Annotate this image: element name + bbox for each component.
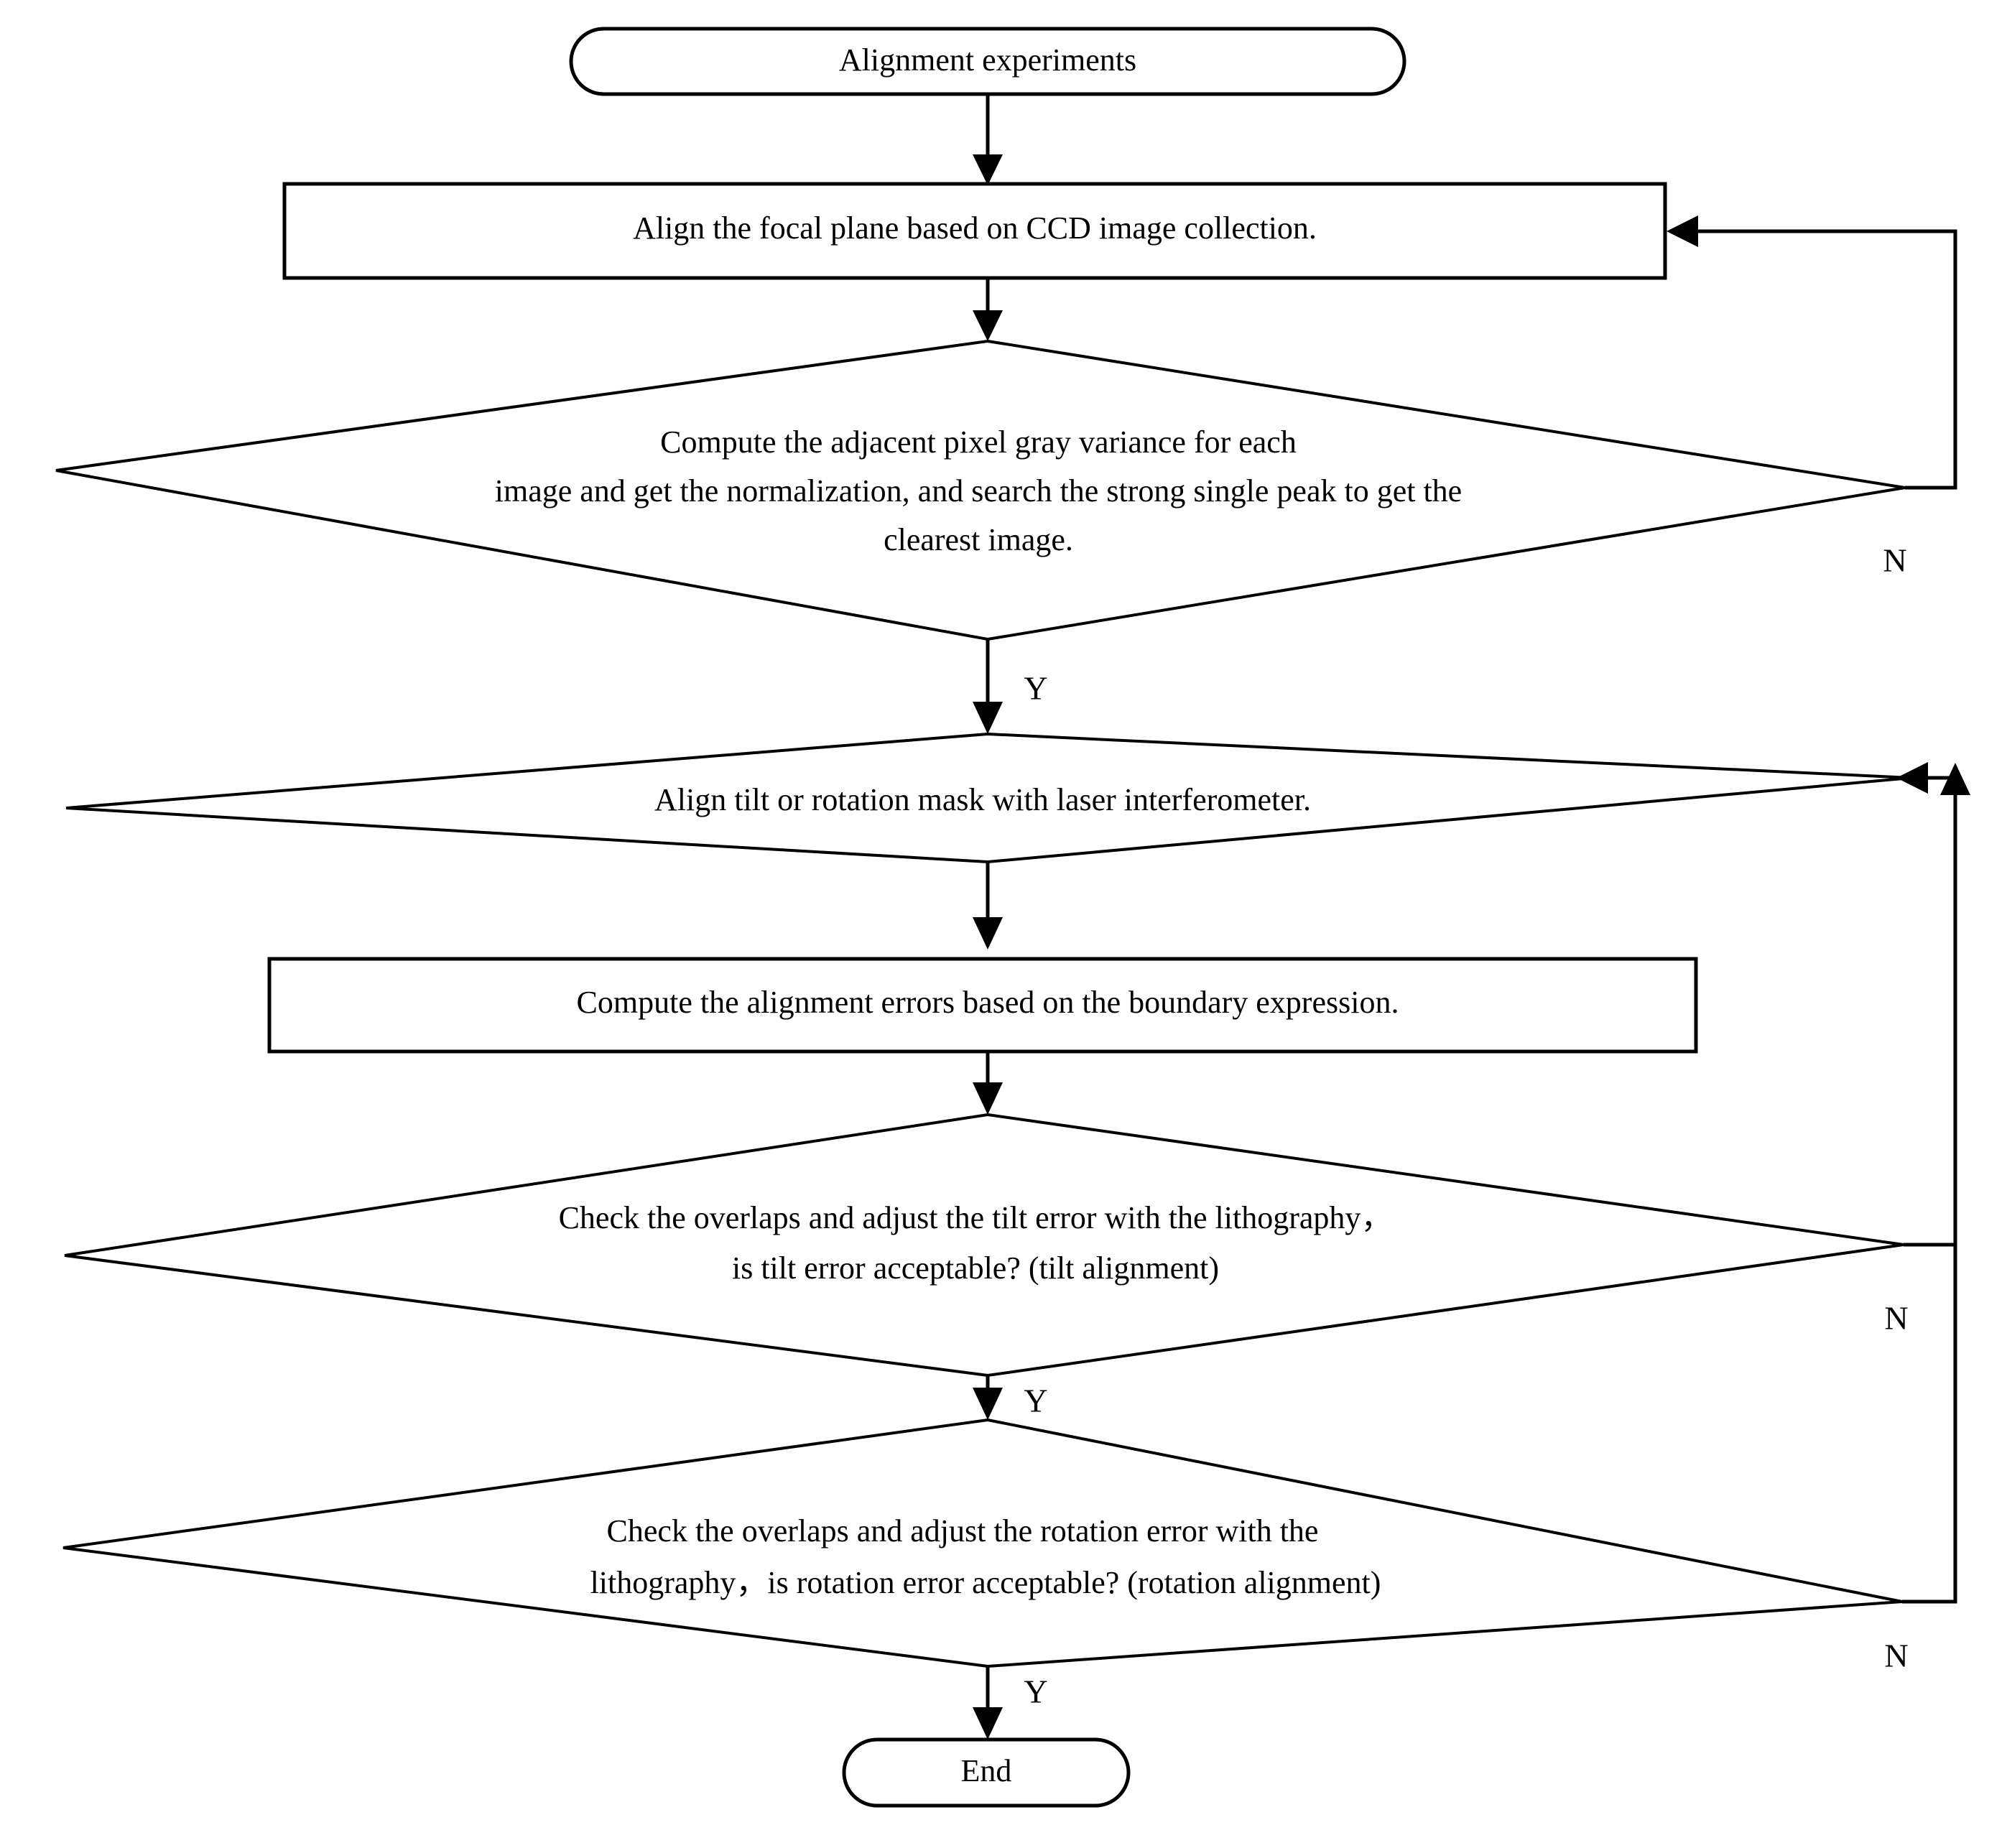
node-gray-variance-line2: image and get the normalization, and sea…	[495, 473, 1462, 509]
connector-gray-variance-no-feedback	[1667, 215, 1957, 490]
branch-label-rotation-check-no: N	[1884, 1638, 1908, 1674]
connector-focal-plane-to-gray-variance	[973, 278, 1003, 341]
node-rotation-check-line1: Check the overlaps and adjust the rotati…	[607, 1513, 1319, 1548]
node-gray-variance-decision[interactable]: Compute the adjacent pixel gray variance…	[55, 339, 1906, 641]
node-interferometer-decision[interactable]: Align tilt or rotation mask with laser i…	[65, 732, 1911, 864]
node-start-terminator[interactable]: Alignment experiments	[569, 27, 1406, 96]
node-rotation-check-line2: lithography，is rotation error acceptable…	[590, 1565, 1381, 1600]
node-end-label: End	[961, 1753, 1012, 1788]
node-focal-plane-process[interactable]: Align the focal plane based on CCD image…	[282, 182, 1667, 280]
node-tilt-check-line2: is tilt error acceptable? (tilt alignmen…	[732, 1250, 1219, 1286]
branch-label-rotation-check-yes: Y	[1024, 1673, 1047, 1710]
connector-alignment-errors-to-tilt-check	[973, 1051, 1003, 1115]
node-rotation-check-decision[interactable]: Check the overlaps and adjust the rotati…	[62, 1418, 1903, 1668]
node-tilt-check-line1: Check the overlaps and adjust the tilt e…	[559, 1200, 1393, 1235]
connector-feedback-into-interferometer	[1896, 762, 1955, 794]
connector-interferometer-to-alignment-errors	[973, 862, 1003, 949]
node-interferometer-label: Align tilt or rotation mask with laser i…	[654, 782, 1311, 817]
connector-tilt-check-yes-to-rotation-check	[973, 1375, 1003, 1420]
branch-label-tilt-check-yes: Y	[1024, 1383, 1047, 1419]
node-gray-variance-line3: clearest image.	[884, 522, 1073, 557]
branch-label-gray-variance-no: N	[1883, 542, 1906, 579]
node-end-terminator[interactable]: End	[842, 1737, 1131, 1808]
branch-label-tilt-check-no: N	[1884, 1300, 1908, 1337]
connector-rotation-check-yes-to-end	[973, 1666, 1003, 1740]
branch-label-gray-variance-yes: Y	[1024, 670, 1047, 707]
node-focal-plane-label: Align the focal plane based on CCD image…	[633, 210, 1317, 246]
node-tilt-check-decision[interactable]: Check the overlaps and adjust the tilt e…	[64, 1113, 1904, 1378]
node-alignment-errors-process[interactable]: Compute the alignment errors based on th…	[267, 957, 1698, 1054]
node-alignment-errors-label: Compute the alignment errors based on th…	[577, 985, 1399, 1020]
connector-tilt-check-no-feedback	[1904, 763, 1970, 1247]
node-gray-variance-line1: Compute the adjacent pixel gray variance…	[660, 424, 1297, 460]
node-start-label: Alignment experiments	[839, 42, 1136, 78]
connector-start-to-focal-plane	[973, 94, 1003, 185]
connector-rotation-check-no-feedback	[1902, 1245, 1957, 1604]
connector-gray-variance-yes-to-interferometer	[973, 639, 1003, 734]
